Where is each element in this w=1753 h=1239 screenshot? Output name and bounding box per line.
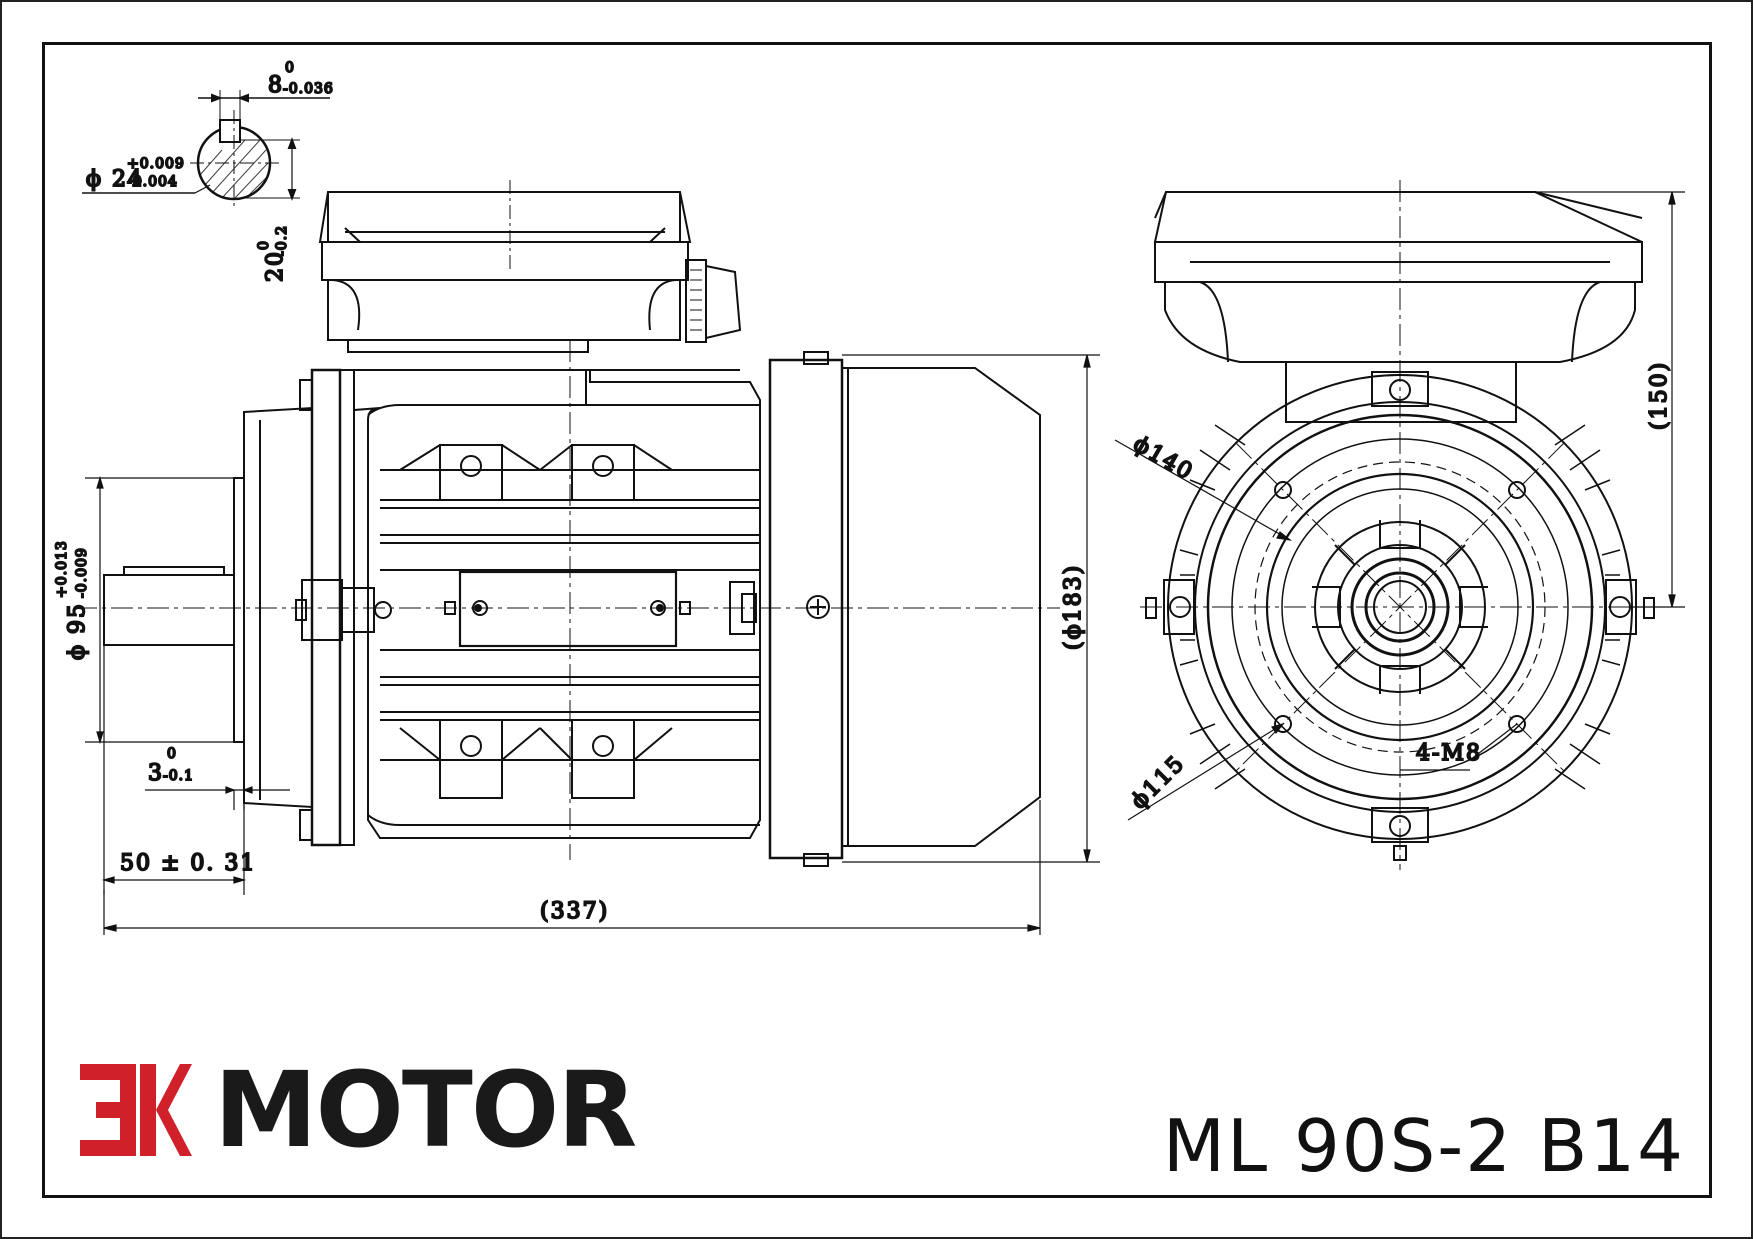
drawing-frame xyxy=(42,42,1712,1198)
key-height-label: 20 xyxy=(263,250,288,282)
spigot-depth-tol-upper: 0 xyxy=(167,746,177,762)
ek-logo-mark-icon xyxy=(80,1064,192,1156)
brand-logo: MOTOR xyxy=(80,1049,637,1171)
keyway-width-tol-upper: 0 xyxy=(285,60,295,76)
brand-name: MOTOR xyxy=(214,1049,637,1171)
shaft-dia-tol-upper: +0.009 xyxy=(127,156,185,172)
pcd-inner-label: ϕ115 xyxy=(1127,751,1191,815)
model-designation: ML 90S-2 B14 xyxy=(1162,1104,1685,1188)
bolt-spec-label: 4-M8 xyxy=(1416,741,1482,766)
flange-bolt-holes xyxy=(1274,481,1526,733)
side-view xyxy=(75,180,1100,935)
side-dimension-lines xyxy=(85,354,1100,935)
end-dimension-lines xyxy=(1114,191,1685,821)
keyway-width-label: 8 xyxy=(268,73,284,98)
cable-gland xyxy=(685,259,742,343)
shaft-dia-tol-lower: -0.004 xyxy=(127,174,178,190)
terminal-box-side xyxy=(318,180,692,353)
pcd-outer-label: ϕ140 xyxy=(1129,432,1198,486)
fin-ribs xyxy=(1179,424,1621,790)
end-view xyxy=(1114,180,1685,870)
keyway-width-tol-lower: -0.036 xyxy=(283,81,334,97)
spigot-dia-tol-lower: -0.009 xyxy=(74,547,90,598)
spigot-dia-tol-upper: +0.013 xyxy=(54,540,70,598)
shaft-dia-label: ϕ 24 xyxy=(86,167,144,192)
spigot-depth-tol-lower: -0.1 xyxy=(163,768,194,784)
key-height-tol-upper: 0 xyxy=(256,240,272,250)
terminal-box-end xyxy=(1153,191,1643,423)
stator-body xyxy=(353,369,761,839)
shaft-section-detail xyxy=(82,90,330,210)
overall-length-label: (337) xyxy=(540,899,609,924)
fan-cover xyxy=(842,367,1041,847)
fan-cover-dia-label: (ϕ183) xyxy=(1061,564,1086,650)
spigot-dia-label: ϕ 95 xyxy=(65,602,90,660)
spigot-depth-label: 3 xyxy=(148,761,164,786)
end-shield xyxy=(768,351,844,867)
height-to-box-label: (150) xyxy=(1647,361,1672,430)
shaft-length-label: 50 ± 0. 31 xyxy=(120,851,256,876)
shaft-side xyxy=(103,566,235,646)
key-height-tol-lower: -0.2 xyxy=(274,225,290,256)
